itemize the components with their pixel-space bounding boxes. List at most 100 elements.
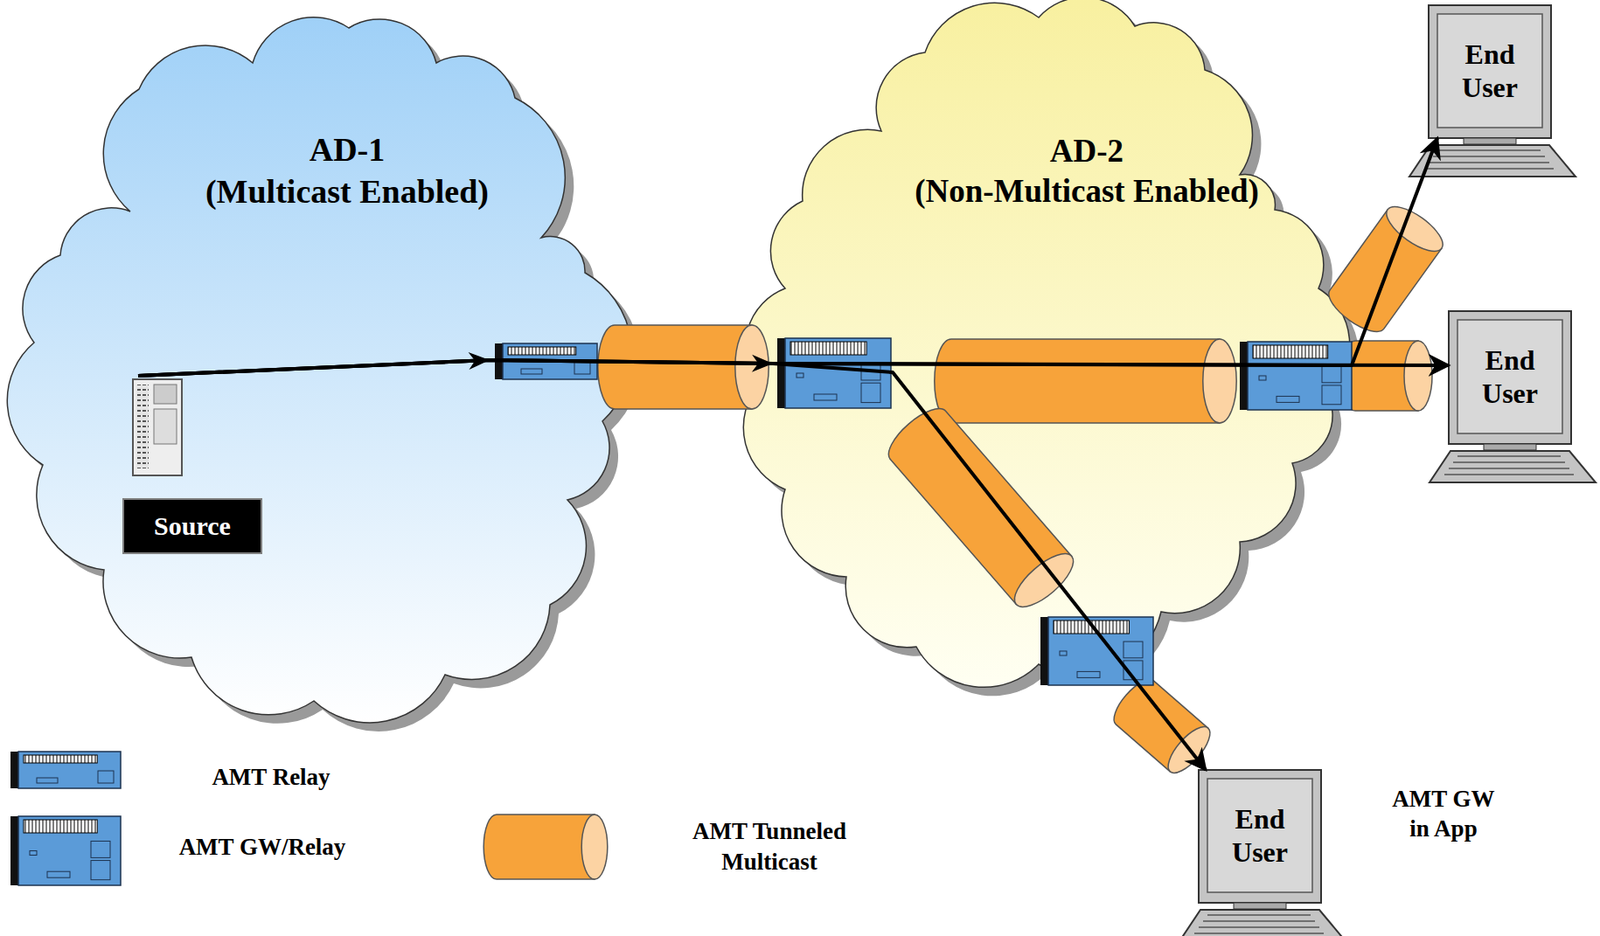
device-slot	[813, 394, 837, 401]
cloud-title: AD-2(Non-Multicast Enabled)	[859, 131, 1315, 213]
legend-text: AMT Tunneled Multicast	[664, 816, 875, 878]
source-label: Source	[153, 511, 231, 542]
end-user-laptop: End User	[1448, 311, 1572, 445]
laptop-screen	[1207, 779, 1313, 893]
legend-entry: AMT Tunneled Multicast	[664, 816, 875, 878]
laptop-keys	[1428, 161, 1550, 164]
laptop-screen	[1457, 320, 1563, 434]
cloud-shape	[743, 0, 1350, 688]
device-panel	[1321, 385, 1342, 405]
laptop-keys	[1437, 149, 1541, 152]
device-panel	[90, 841, 111, 858]
device-vents	[1252, 345, 1329, 359]
device-slot	[1077, 671, 1100, 678]
device-panel	[1123, 641, 1143, 659]
end-user-laptop: End User	[1428, 5, 1552, 139]
device-panel	[574, 361, 591, 375]
device-edge	[1239, 341, 1248, 411]
laptop-keys	[1444, 473, 1574, 476]
device-body	[1048, 617, 1154, 686]
device-edge	[10, 816, 19, 886]
end-user-label: End User	[1461, 343, 1559, 411]
tunnel-body	[483, 814, 595, 880]
amt-tunnel	[1341, 340, 1433, 411]
laptop-base	[1429, 451, 1596, 483]
device-vents	[790, 341, 867, 355]
amt-gw-relay	[1040, 617, 1154, 686]
device-slot	[521, 368, 543, 375]
device-panel	[861, 382, 881, 403]
server-panel	[153, 384, 177, 404]
tunnel-body	[934, 339, 1220, 424]
device-body	[1247, 341, 1352, 411]
amt-tunnel	[934, 339, 1237, 424]
laptop-lid	[1428, 5, 1552, 139]
domain-name: AD-1	[119, 129, 575, 172]
server-slots	[136, 384, 149, 469]
annotation: AMT GW in App	[1381, 785, 1506, 845]
laptop-keys	[1198, 926, 1320, 929]
tunnel-body	[598, 325, 752, 410]
device-led	[1259, 375, 1267, 381]
device-vents	[23, 755, 98, 764]
laptop-keys	[1424, 167, 1554, 170]
laptop-keys	[1203, 920, 1315, 923]
laptop-hinge	[1483, 444, 1537, 451]
laptop-keys	[1194, 932, 1324, 935]
amt-tunnel	[598, 325, 769, 410]
legend-entry: AMT GW/Relay	[148, 832, 376, 863]
legend-entry: AMT Relay	[166, 762, 376, 794]
tunnel-end	[1404, 340, 1433, 411]
device-panel	[97, 771, 114, 784]
device-vents	[507, 347, 577, 355]
device-body	[18, 751, 121, 789]
device-led	[1059, 651, 1067, 656]
legend-device-sample	[10, 816, 121, 886]
laptop-hinge	[1233, 903, 1287, 910]
device-slot	[1276, 396, 1300, 403]
device-panel	[90, 861, 111, 881]
annotation-text: AMT GW in App	[1381, 785, 1506, 845]
device-led	[796, 373, 804, 378]
server-icon	[132, 379, 182, 476]
device-led	[29, 851, 37, 856]
laptop-keys	[1448, 467, 1570, 470]
legend-tunnel-sample	[483, 814, 608, 880]
device-slot	[36, 778, 58, 784]
amt-gw-relay	[777, 338, 891, 409]
device-body	[18, 816, 121, 886]
laptop-screen	[1437, 13, 1543, 128]
laptop-keys	[1457, 455, 1561, 458]
device-body	[785, 338, 891, 409]
laptop-lid	[1198, 770, 1322, 904]
cloud-shape	[6, 17, 633, 724]
laptop-keys	[1207, 914, 1311, 917]
domain-name: AD-2	[859, 131, 1315, 172]
server-panel	[153, 409, 177, 445]
laptop-keys	[1433, 155, 1545, 158]
laptop-lid	[1448, 311, 1572, 445]
device-slot	[47, 871, 70, 878]
laptop-hinge	[1463, 138, 1517, 145]
source-label-box: Source	[122, 498, 263, 555]
tunnel-end	[1203, 339, 1237, 424]
legend-device-sample	[10, 751, 121, 789]
device-edge	[777, 338, 786, 409]
domain-subtitle: (Multicast Enabled)	[119, 171, 575, 214]
amt-gw-relay	[1239, 341, 1352, 411]
laptop-base	[1179, 910, 1346, 936]
legend-text: AMT Relay	[166, 762, 376, 794]
laptop-keys	[1453, 461, 1566, 464]
domain-subtitle: (Non-Multicast Enabled)	[859, 171, 1315, 212]
device-panel	[1321, 366, 1342, 383]
server-body	[132, 379, 182, 476]
end-user-label: End User	[1211, 802, 1308, 870]
laptop-base	[1409, 145, 1576, 177]
legend-text: AMT GW/Relay	[148, 832, 376, 863]
cloud-title: AD-1(Multicast Enabled)	[119, 129, 575, 213]
tunnel-end	[581, 814, 608, 880]
end-user-laptop: End User	[1198, 770, 1322, 904]
end-user-label: End User	[1441, 37, 1538, 105]
